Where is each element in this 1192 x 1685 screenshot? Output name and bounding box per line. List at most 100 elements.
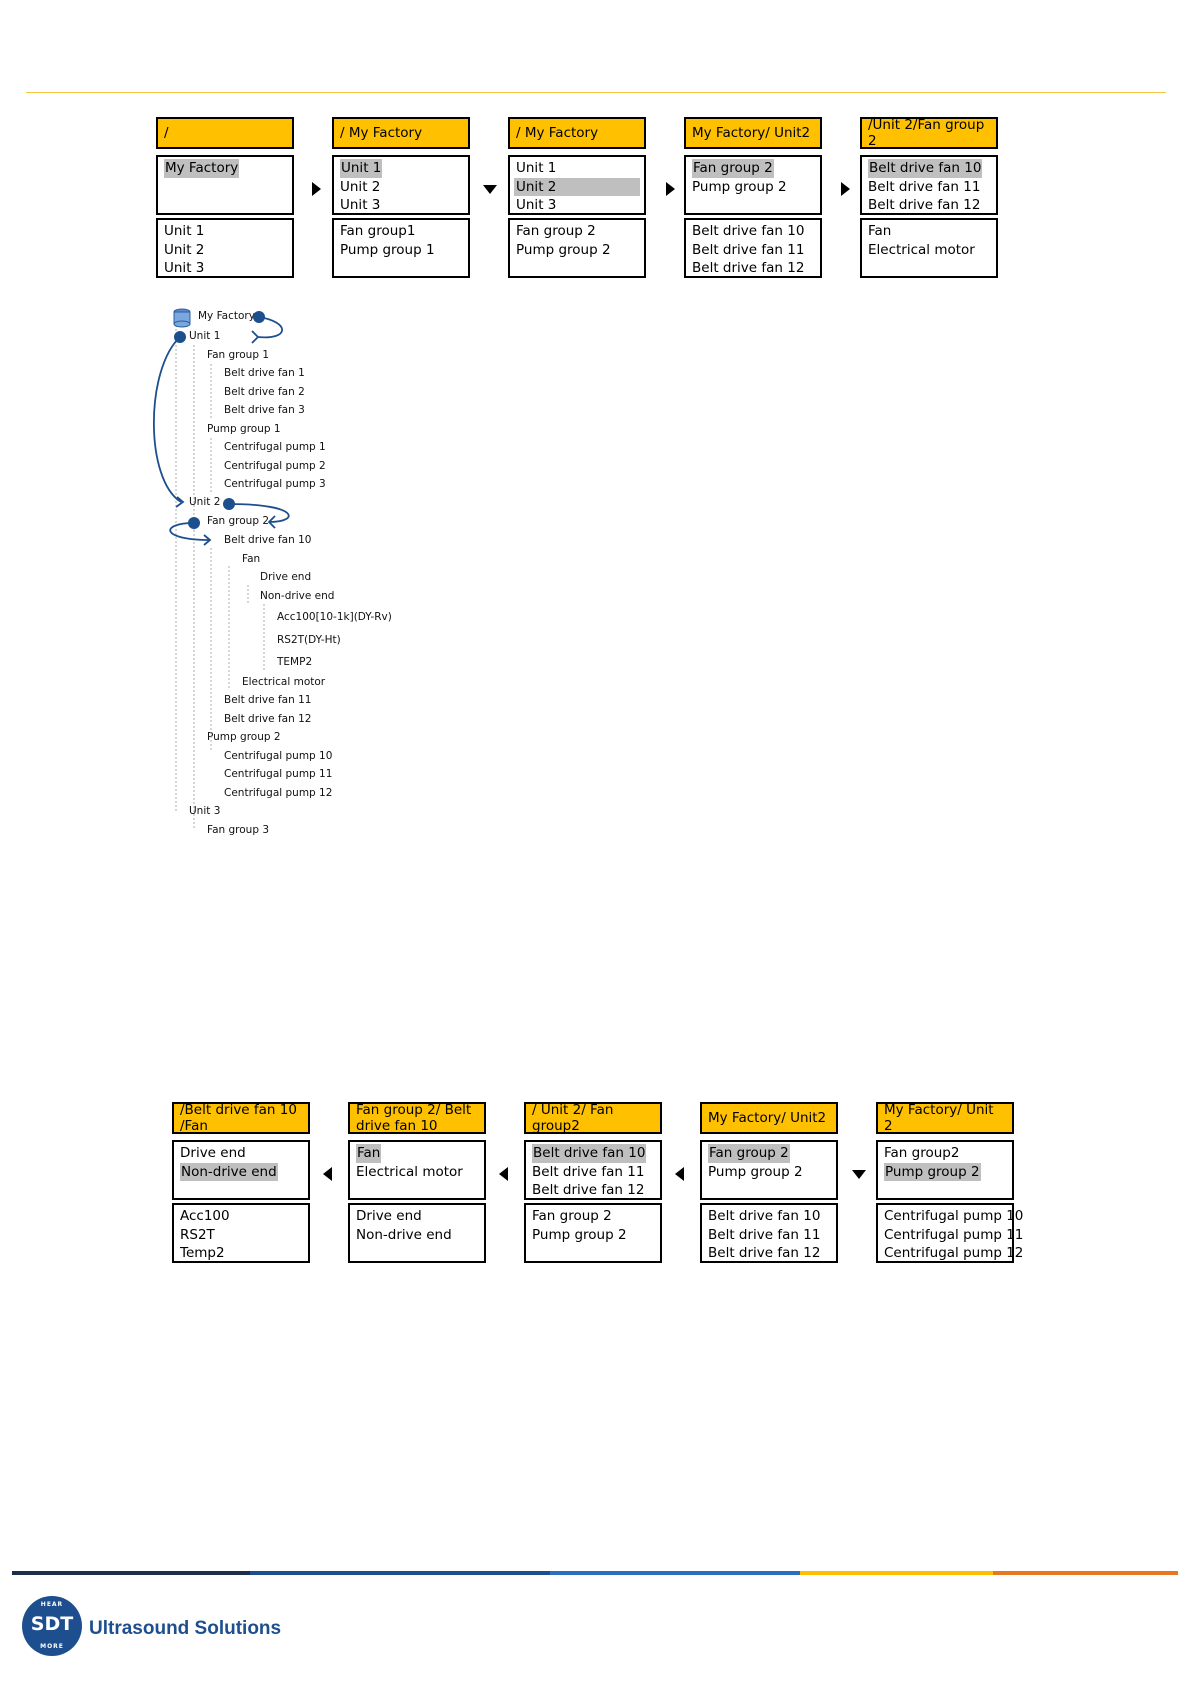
navigation-arrow (153, 336, 182, 503)
left-arrow-icon (499, 1167, 508, 1181)
footer-bar-segment (550, 1571, 800, 1575)
list-item[interactable]: Unit 1 (338, 159, 464, 178)
tree-node[interactable]: Drive end (260, 571, 312, 583)
list-item: Fan group 2 (516, 223, 596, 239)
panel-child-list: Fan group 2 Pump group 2 (508, 218, 646, 278)
list-item[interactable]: Fan group 2 (706, 1144, 832, 1163)
selected-item: Fan group 2 (708, 1144, 790, 1163)
arrowhead-icon (251, 330, 260, 344)
panel-path-header: Fan group 2/ Belt drive fan 10 (348, 1102, 486, 1134)
tree-node[interactable]: Belt drive fan 10 (224, 534, 312, 546)
panel-path-header: / My Factory (508, 117, 646, 149)
list-item[interactable]: Drive end (180, 1145, 246, 1161)
list-item[interactable]: Belt drive fan 12 (868, 197, 981, 213)
down-arrow-icon (483, 185, 497, 194)
tree-node[interactable]: Belt drive fan 1 (224, 367, 305, 379)
tree-node[interactable]: Fan (242, 553, 261, 565)
footer-bar-segment (250, 1571, 550, 1575)
list-item: Acc100 (180, 1208, 230, 1224)
list-item: Belt drive fan 12 (708, 1245, 821, 1261)
list-item[interactable]: Pump group 2 (882, 1162, 1008, 1181)
list-item: Fan (868, 223, 892, 239)
tree-node[interactable]: Unit 3 (189, 805, 221, 817)
tree-node[interactable]: Electrical motor (242, 676, 326, 688)
list-item: Unit 3 (164, 260, 205, 276)
list-item[interactable]: Belt drive fan 10 (530, 1144, 656, 1163)
tree-node[interactable]: Fan group 1 (207, 349, 270, 361)
tree-node[interactable]: Centrifugal pump 10 (224, 750, 333, 762)
tree-node[interactable]: Centrifugal pump 3 (224, 478, 326, 490)
list-item[interactable]: Fan group2 (884, 1145, 960, 1161)
tree-node[interactable]: My Factory (198, 310, 255, 322)
list-item[interactable]: Pump group 2 (692, 178, 787, 195)
tree-node[interactable]: Unit 1 (189, 330, 221, 342)
list-item[interactable]: Belt drive fan 10 (866, 159, 992, 178)
tree-node[interactable]: Centrifugal pump 2 (224, 460, 326, 472)
tree-node[interactable]: RS2T(DY-Ht) (277, 634, 341, 646)
list-item[interactable]: Non-drive end (178, 1162, 304, 1181)
logo-text: SDT (30, 1613, 74, 1635)
selected-item: Belt drive fan 10 (532, 1144, 647, 1163)
list-item: RS2T (180, 1226, 215, 1243)
arrowhead-icon (267, 515, 276, 529)
list-item: Fan group1 (340, 223, 416, 239)
logo-bottom-text: MORE (40, 1643, 64, 1650)
list-item: Pump group 2 (516, 241, 611, 258)
list-item: Centrifugal pump 10 (884, 1208, 1024, 1224)
tree-node[interactable]: Non-drive end (260, 590, 335, 602)
list-item[interactable]: Unit 2 (340, 178, 381, 195)
right-arrow-icon (841, 182, 850, 196)
arrowhead-icon (175, 496, 185, 508)
tree-node[interactable]: Acc100[10-1k](DY-Rv) (277, 611, 392, 623)
list-item: Belt drive fan 12 (692, 260, 805, 276)
list-item[interactable]: My Factory (162, 159, 288, 178)
tree-node[interactable]: Belt drive fan 12 (224, 713, 312, 725)
panel-path-header: / My Factory (332, 117, 470, 149)
footer-bar-segment (993, 1571, 1178, 1575)
panel-path-header: My Factory/ Unit2 (700, 1102, 838, 1134)
tree-node[interactable]: Unit 2 (189, 496, 221, 508)
list-item[interactable]: Unit 3 (340, 197, 381, 213)
list-item[interactable]: Electrical motor (356, 1163, 463, 1180)
tree-node[interactable]: Belt drive fan 2 (224, 386, 305, 398)
tree-node[interactable]: Centrifugal pump 11 (224, 768, 333, 780)
list-item[interactable]: Belt drive fan 11 (532, 1163, 645, 1180)
tree-node[interactable]: Pump group 1 (207, 423, 281, 435)
list-item: Unit 2 (164, 241, 205, 258)
list-item[interactable]: Fan group 2 (690, 159, 816, 178)
tree-node[interactable]: Fan group 3 (207, 824, 270, 836)
tree-node[interactable]: Centrifugal pump 1 (224, 441, 326, 453)
tree-node[interactable]: Belt drive fan 11 (224, 694, 312, 706)
right-arrow-icon (312, 182, 321, 196)
footer-bar-segment (800, 1571, 993, 1575)
list-item[interactable]: Unit 3 (516, 197, 557, 213)
arrowhead-icon (203, 534, 212, 546)
tree-node[interactable]: Pump group 2 (207, 731, 281, 743)
list-item[interactable]: Belt drive fan 12 (532, 1182, 645, 1198)
tree-node[interactable]: Centrifugal pump 12 (224, 787, 333, 799)
down-arrow-icon (852, 1170, 866, 1179)
right-arrow-icon (666, 182, 675, 196)
list-item: Pump group 1 (340, 241, 435, 258)
list-item[interactable]: Unit 1 (516, 160, 557, 176)
list-item[interactable]: Fan (354, 1144, 480, 1163)
selected-item: Non-drive end (180, 1162, 278, 1181)
list-item[interactable]: Pump group 2 (708, 1163, 803, 1180)
tree-node[interactable]: Fan group 2 (207, 515, 270, 527)
tree-node[interactable]: TEMP2 (277, 656, 313, 668)
panel-path-header: / Unit 2/ Fan group2 (524, 1102, 662, 1134)
panel-path-header: / (156, 117, 294, 149)
tree-node[interactable]: Belt drive fan 3 (224, 404, 305, 416)
list-item: Electrical motor (868, 241, 975, 258)
list-item[interactable]: Unit 2 (514, 177, 640, 196)
footer-bar (12, 1571, 1178, 1575)
list-item[interactable]: Belt drive fan 11 (868, 178, 981, 195)
